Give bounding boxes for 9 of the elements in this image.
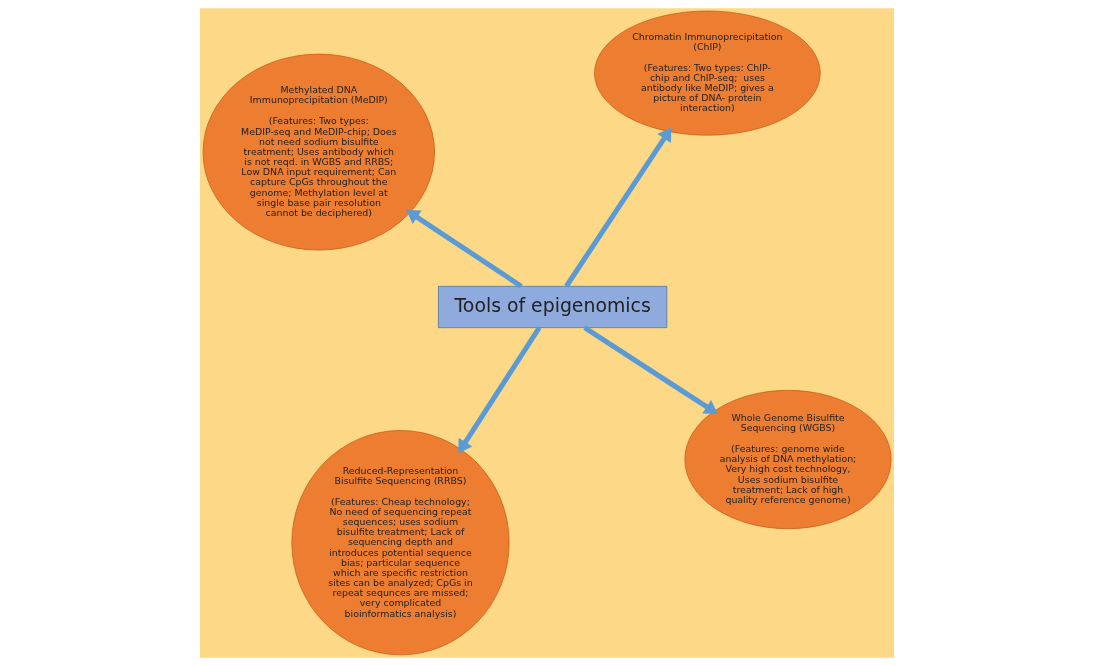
arrow xyxy=(564,127,672,288)
node-box: Tools of epigenomics xyxy=(438,285,668,329)
node-circle: Reduced-Representation Bisulfite Sequencing (RRBS) (Features: Cheap technology; No need of sequencing repeat sequences; uses sodium bisulfite treatment; Lack of sequencing depth and introduces potential sequence bias; particular sequence which are specific restriction sites can be analyzed; CpGs in repeat sequnces are missed; very complicated bioinformatics analysis) xyxy=(291,430,510,656)
node-ellipse: Whole Genome Bisulfite Sequencing (WGBS) (Features: genome wide analysis of DNA methylation; Very high cost technology, Uses sodium bisulfite treatment; Lack of high quality reference genome) xyxy=(684,389,892,530)
arrow xyxy=(458,326,542,454)
arrow xyxy=(583,325,718,414)
arrow xyxy=(406,209,523,289)
node-ellipse: Chromatin Immunoprecipitation (ChIP) (Features: Two types: ChIP- chip and ChIP-seq; uses antibody like MeDIP; gives a picture of DNA- protein interaction) xyxy=(594,10,821,136)
node-ellipse: Methylated DNA Immunoprecipitation (MeDIP) (Features: Two types: MeDIP-seq and MeDIP-chip; Does not need sodium bisulfite treatment; Uses antibody which is not reqd. in WGBS and RRBS; Low DNA input requirement; Can capture CpGs throughout the genome; Methylation level at single base pair resolution cannot be deciphered) xyxy=(202,53,435,251)
